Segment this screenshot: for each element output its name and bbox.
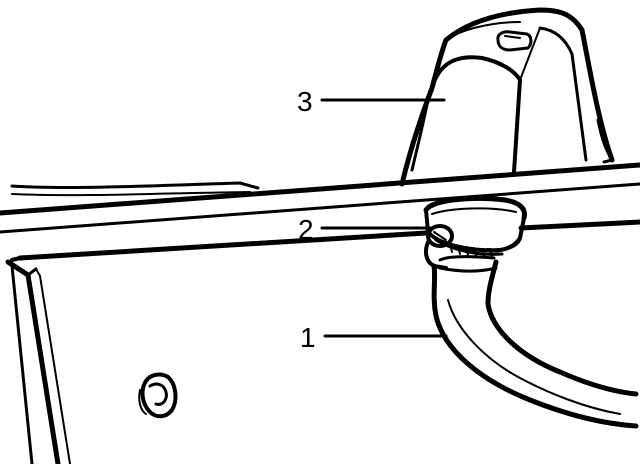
callout-leaders xyxy=(320,98,448,338)
plug-bolt xyxy=(138,372,178,419)
callout-3-label: 3 xyxy=(297,86,313,117)
left-panel-edge xyxy=(5,259,71,464)
hose xyxy=(431,255,639,429)
callout-1-label: 1 xyxy=(300,322,316,353)
mounting-bracket xyxy=(399,7,615,187)
body-panel-edge xyxy=(0,162,640,262)
upper-trim-strip xyxy=(10,181,260,197)
callout-2-label: 2 xyxy=(298,214,314,245)
